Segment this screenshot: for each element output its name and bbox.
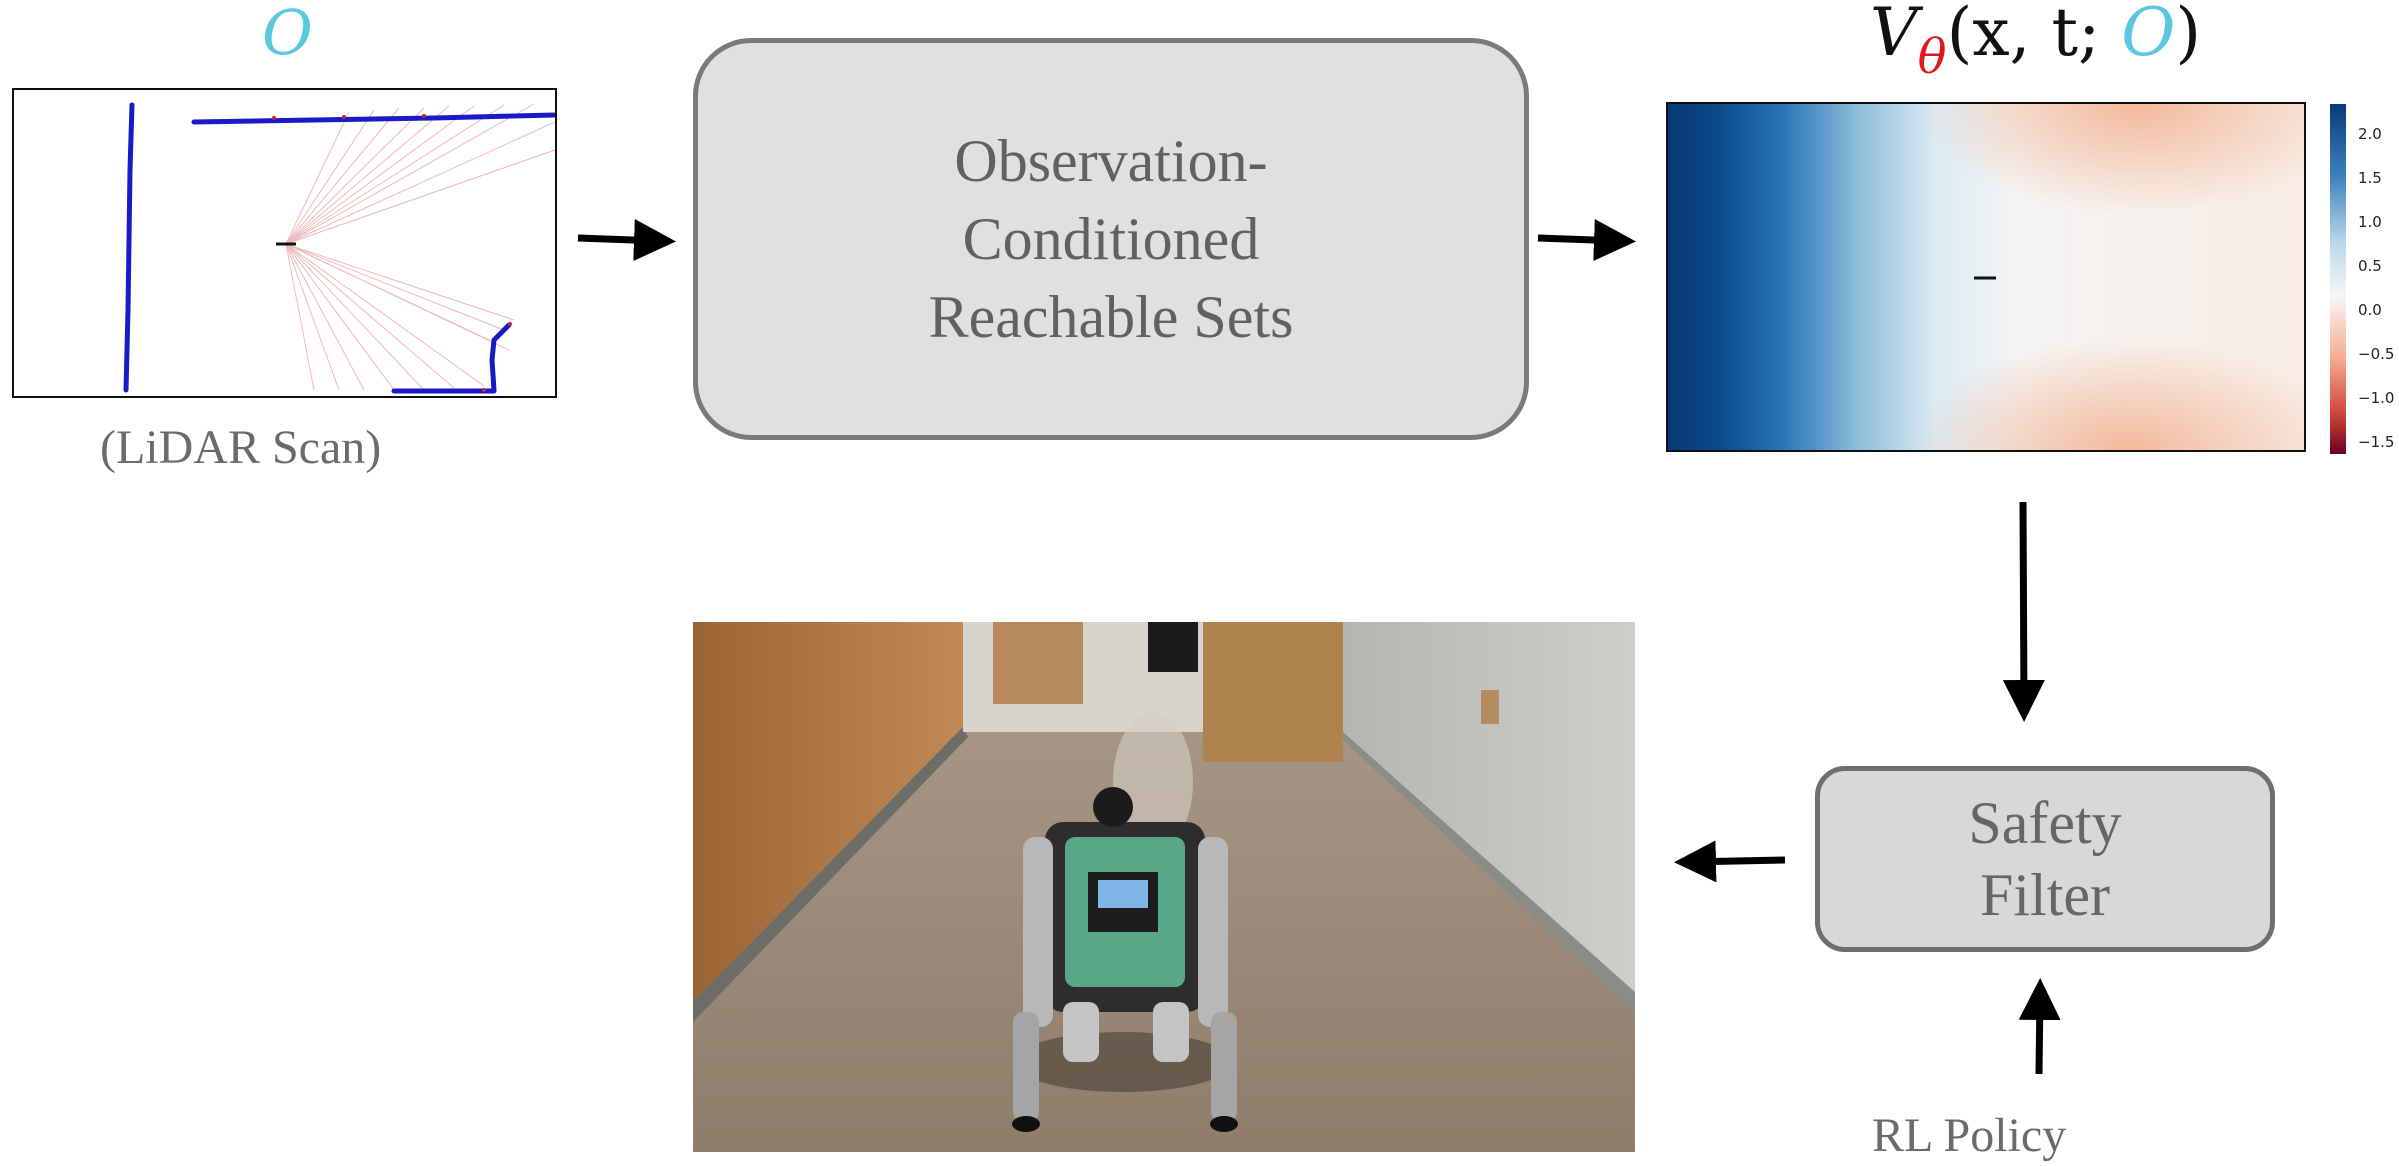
value-function-close: ) bbox=[2175, 0, 2202, 71]
lidar-scan-plot bbox=[12, 88, 558, 398]
safety-filter-line-2: Filter bbox=[1980, 862, 2110, 928]
robot-photo-graphic bbox=[693, 622, 1635, 1152]
lidar-scan-graphic bbox=[123, 102, 558, 394]
ocrs-line-2: Conditioned bbox=[962, 206, 1260, 272]
lidar-wall-right bbox=[489, 322, 512, 393]
cardboard-box-left bbox=[993, 622, 1083, 704]
arrow-lidar-to-ocrs bbox=[577, 219, 676, 261]
rl-policy-label: RL Policy bbox=[1872, 1109, 2067, 1162]
colorbar-tick: −1.5 bbox=[2358, 433, 2395, 451]
theta-subscript: θ bbox=[1917, 29, 1947, 85]
colorbar-tick: 2.0 bbox=[2358, 125, 2382, 143]
safety-filter-line-1: Safety bbox=[1968, 790, 2122, 856]
colorbar-tick: 0.0 bbox=[2358, 301, 2382, 319]
arrow-value-to-filter bbox=[2002, 501, 2045, 722]
arrow-ocrs-to-value bbox=[1537, 219, 1636, 261]
value-function-observation: O bbox=[2121, 0, 2176, 71]
heatmap-graphic bbox=[1668, 0, 2358, 560]
colorbar-tick: 1.0 bbox=[2358, 213, 2382, 231]
colorbar bbox=[2330, 104, 2346, 454]
lidar-sensor bbox=[1093, 787, 1133, 827]
lidar-wall-top bbox=[191, 112, 558, 125]
ocrs-line-1: Observation- bbox=[954, 128, 1268, 194]
lidar-wall-left bbox=[123, 102, 135, 393]
value-function-title: Vθ(x, t; O) bbox=[1870, 0, 2202, 85]
cardboard-box-right bbox=[1203, 622, 1343, 762]
colorbar-tick: −0.5 bbox=[2358, 345, 2395, 363]
colorbar-tick: −1.0 bbox=[2358, 389, 2395, 407]
observation-symbol: O bbox=[262, 0, 313, 69]
value-function-args: (x, t; bbox=[1946, 0, 2122, 71]
arrow-filter-to-robot bbox=[1674, 840, 1786, 883]
wall-outlet bbox=[1481, 690, 1499, 724]
arrow-policy-to-filter bbox=[2018, 978, 2061, 1075]
safety-filter-box: Safety Filter bbox=[1815, 766, 2275, 952]
observation-conditioned-reachable-sets-box: Observation- Conditioned Reachable Sets bbox=[693, 38, 1529, 440]
ocrs-line-3: Reachable Sets bbox=[928, 284, 1294, 350]
robot-photo bbox=[693, 622, 1635, 1152]
lidar-rays bbox=[285, 103, 556, 391]
colorbar-tick: 0.5 bbox=[2358, 257, 2382, 275]
lidar-caption: (LiDAR Scan) bbox=[100, 421, 382, 474]
value-function-heatmap bbox=[1666, 0, 2358, 560]
value-function-symbol: V bbox=[1870, 0, 1918, 71]
quadruped-robot bbox=[1012, 787, 1238, 1132]
colorbar-tick: 1.5 bbox=[2358, 169, 2382, 187]
